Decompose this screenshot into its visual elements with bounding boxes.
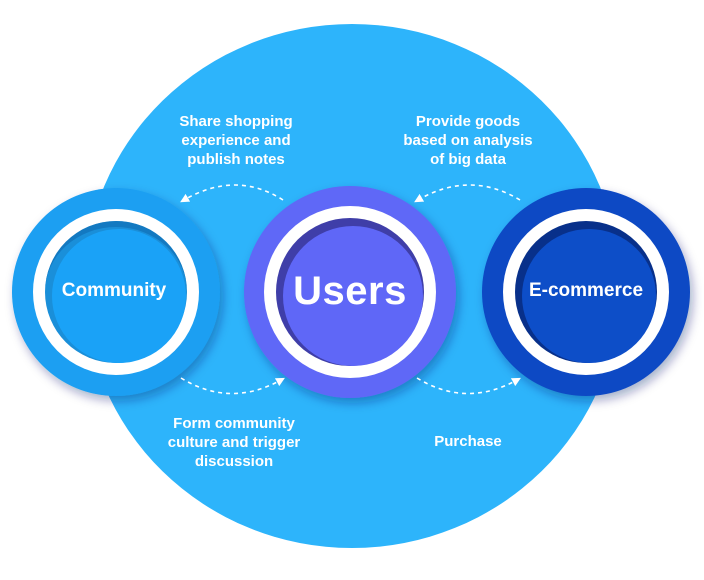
community-label: Community xyxy=(61,280,167,301)
ecommerce-node xyxy=(482,188,690,396)
annotation-form-community-culture: Form community culture and trigger discu… xyxy=(167,415,301,470)
community-node xyxy=(12,188,220,396)
annotation-purchase: Purchase xyxy=(434,433,502,450)
arrow-users-to-community-top xyxy=(180,184,284,203)
users-node xyxy=(244,186,456,398)
arrow-community-to-users-bottom xyxy=(180,377,285,395)
annotation-provide-goods: Provide goods based on analysis of big d… xyxy=(403,113,533,168)
annotation-share-shopping-experience: Share shopping experience and publish no… xyxy=(179,113,293,168)
ecommerce-label: E-commerce xyxy=(528,280,644,301)
arrow-users-to-ecommerce-bottom xyxy=(416,377,521,395)
arrow-ecommerce-to-users-top xyxy=(414,184,521,203)
users-label: Users xyxy=(293,269,407,313)
